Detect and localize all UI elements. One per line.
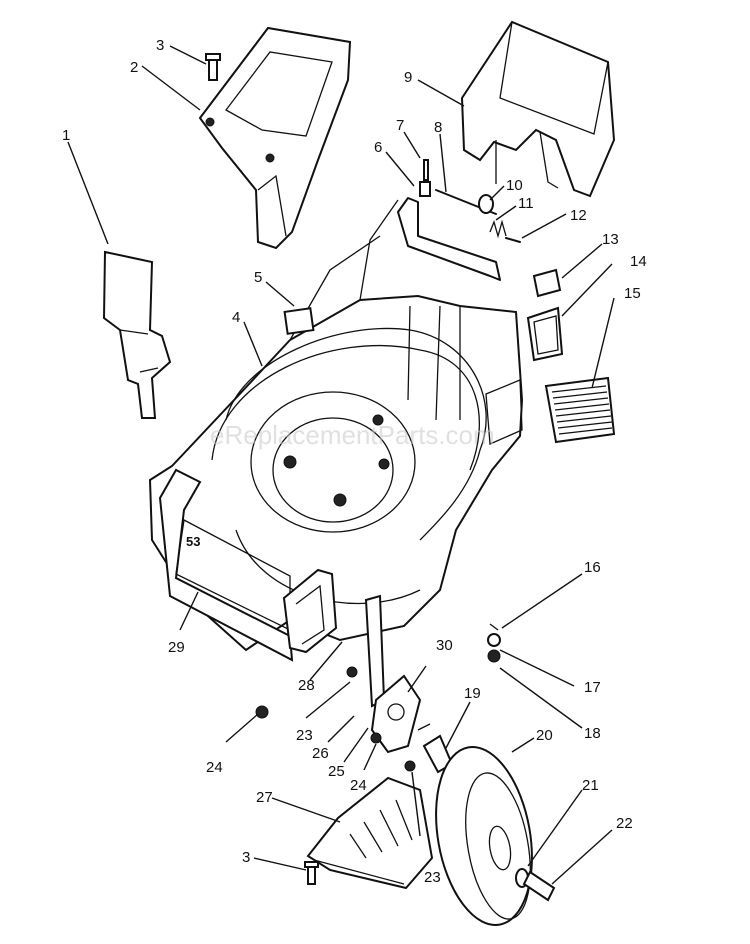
callout-23: 23	[296, 727, 313, 744]
part-mower-deck	[148, 199, 524, 652]
deck-mark-label: 53	[186, 534, 200, 549]
callout-17: 17	[584, 679, 601, 696]
part-height-adjuster	[346, 594, 422, 754]
part-wheel	[435, 746, 533, 926]
callout-20: 20	[536, 727, 553, 744]
part-label-5	[283, 307, 315, 335]
part-washer-24	[255, 705, 269, 719]
watermark-text: eReplacementParts.com	[210, 420, 495, 450]
part-screw-top	[205, 53, 221, 81]
callout-27: 27	[256, 789, 273, 806]
callout-16: 16	[584, 559, 601, 576]
callout-11: 11	[518, 195, 534, 212]
part-front-cover	[306, 776, 434, 890]
part-screw-bottom	[304, 861, 319, 885]
callout-12: 12	[570, 207, 587, 224]
callout-10: 10	[506, 177, 523, 194]
leader-lines	[67, 45, 615, 885]
callout-23-lower: 23	[424, 869, 441, 886]
part-front-hinge	[282, 568, 338, 654]
part-rear-hood	[460, 20, 616, 198]
callout-4: 4	[232, 309, 240, 326]
part-rear-axle-bracket	[397, 159, 521, 281]
callout-18: 18	[584, 725, 601, 742]
callout-30: 30	[436, 637, 453, 654]
callout-24: 24	[206, 759, 223, 776]
callout-14: 14	[630, 253, 647, 270]
part-discharge-deflector	[102, 250, 172, 419]
part-washer-23	[404, 760, 416, 772]
callout-26: 26	[312, 745, 329, 762]
callout-19: 19	[464, 685, 481, 702]
part-label-13	[532, 268, 562, 298]
part-wheel-bolt	[515, 868, 556, 902]
part-filter-14	[526, 306, 564, 362]
callout-5: 5	[254, 269, 262, 286]
part-hardware-16-18	[487, 623, 501, 663]
callout-25: 25	[328, 763, 345, 780]
callout-6: 6	[374, 139, 382, 156]
part-console-shroud	[198, 26, 352, 250]
callout-9: 9	[404, 69, 412, 86]
part-filter-15	[544, 376, 616, 444]
callout-3: 3	[156, 37, 164, 54]
callout-29: 29	[168, 639, 185, 656]
callout-21: 21	[582, 777, 599, 794]
callout-28: 28	[298, 677, 315, 694]
callout-8: 8	[434, 119, 442, 136]
callout-22: 22	[616, 815, 633, 832]
part-front-bumper: 53	[158, 468, 294, 662]
callout-15: 15	[624, 285, 641, 302]
callout-3-lower: 3	[242, 849, 250, 866]
callout-labels: 1 2 3 4 5 6 7 8 9 10 11 12 13 14 15 16 1…	[62, 37, 647, 886]
callout-24-lower: 24	[350, 777, 367, 794]
callout-1: 1	[62, 127, 70, 144]
callout-2: 2	[130, 59, 138, 76]
callout-7: 7	[396, 117, 404, 134]
callout-13: 13	[602, 231, 619, 248]
